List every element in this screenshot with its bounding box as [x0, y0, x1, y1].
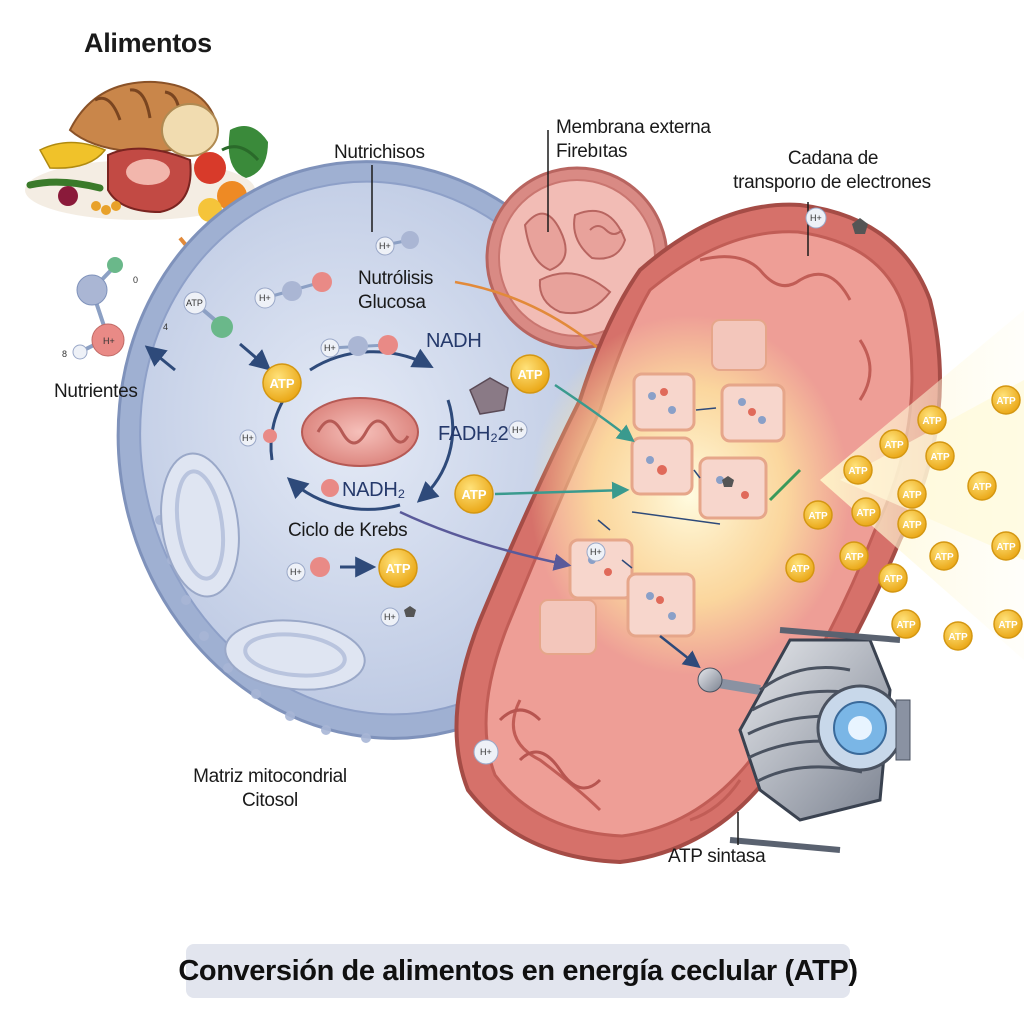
atp-coin-label: ATP — [848, 466, 868, 477]
mol-label-hplus: H+ — [384, 612, 396, 622]
atp-coin-label: ATP — [996, 396, 1016, 407]
atp-coin-label: ATP — [948, 632, 968, 643]
label-transporte-electrones: transporıo de electrones — [733, 172, 931, 193]
mol-label-eight: 8 — [62, 349, 67, 359]
mol-label-hplus: H+ — [512, 425, 524, 435]
atp-coin — [891, 609, 921, 639]
central-mitochondrion-icon — [301, 397, 419, 467]
cristae-small-arrows — [597, 407, 721, 569]
atp-coin — [851, 497, 881, 527]
atp-tokens: ATP ATP ATP ATP ATP ATP ATP ATP ATP ATP ATP ATP ATP A… — [262, 354, 1023, 651]
molecule-cluster — [239, 231, 528, 627]
atp-coin — [917, 405, 947, 435]
mol-label-hplus: H+ — [290, 567, 302, 577]
arrow-to-nutrientes — [144, 345, 176, 372]
atp-coin — [454, 474, 494, 514]
green-arrow — [494, 481, 630, 500]
mol-label-four: 4 — [163, 322, 168, 332]
atp-coin-label: ATP — [883, 574, 903, 585]
atp-coin-label: ATP — [790, 564, 810, 575]
atp-coin — [993, 609, 1023, 639]
atp-coin-label: ATP — [385, 561, 410, 576]
title-banner: Conversión de alimentos en energía ceclu… — [178, 944, 858, 998]
navy-arrow — [659, 635, 701, 669]
atp-coin — [839, 541, 869, 571]
atp-coin — [878, 563, 908, 593]
mol-label-hplus: H+ — [379, 241, 391, 251]
label-nadh2: NADH₂ — [342, 479, 405, 501]
mol-label-hplus: H+ — [590, 547, 602, 557]
atp-coin-label: ATP — [972, 482, 992, 493]
label-alimentos: Alimentos — [84, 28, 212, 58]
cristae-boxes — [539, 319, 786, 655]
mol-label-hplus: H+ — [259, 293, 271, 303]
food-illustration — [25, 80, 268, 222]
atp-coin-label: ATP — [856, 508, 876, 519]
label-firebitas: Firebıtas — [556, 141, 628, 162]
atp-coin-label: ATP — [996, 542, 1016, 553]
nutrient-molecule: H+ ATP 0 4 8 — [62, 257, 233, 360]
label-membrana-externa: Membrana externa — [556, 117, 711, 138]
atp-coin-label: ATP — [269, 376, 294, 391]
atp-coin-label: ATP — [844, 552, 864, 563]
atp-coin — [897, 509, 927, 539]
atp-coin — [785, 553, 815, 583]
label-cadana-de: Cadana de — [787, 148, 879, 169]
mol-label-zero: 0 — [133, 275, 138, 285]
green-curl-arrow — [768, 468, 802, 502]
mol-label-hplus: H+ — [324, 343, 336, 353]
label-nutrichisos: Nutrichisos — [334, 142, 425, 163]
atp-coin — [925, 441, 955, 471]
label-nutrientes: Nutrientes — [54, 381, 138, 402]
mito-molecules — [473, 207, 868, 765]
dark-rock-icon — [469, 377, 509, 415]
atp-coin-label: ATP — [808, 511, 828, 522]
label-glucosa: Glucosa — [358, 292, 426, 313]
atp-coin — [967, 471, 997, 501]
atp-coin — [378, 548, 418, 588]
mol-label-hplus: H+ — [810, 213, 822, 223]
label-fadh2: FADH₂2 — [438, 423, 509, 445]
diagram-title: Conversión de alimentos en energía ceclu… — [178, 954, 858, 987]
krebs-cycle-ring — [269, 348, 455, 511]
atp-coin — [879, 429, 909, 459]
arrow-to-krebs — [239, 342, 272, 371]
atp-coin-label: ATP — [896, 620, 916, 631]
atp-coin — [262, 363, 302, 403]
mol-label-hplus: H+ — [242, 433, 254, 443]
atp-coin-label: ATP — [930, 452, 950, 463]
purple-arrow — [399, 510, 572, 571]
atp-coin — [991, 531, 1021, 561]
atp-coin-label: ATP — [922, 416, 942, 427]
atp-coin-label: ATP — [998, 620, 1018, 631]
atp-coin — [897, 479, 927, 509]
label-nadh: NADH — [426, 330, 482, 352]
label-atp-sintasa: ATP sintasa — [668, 846, 766, 867]
atp-coin-label: ATP — [934, 552, 954, 563]
atp-coin — [510, 354, 550, 394]
atp-coin-label: ATP — [517, 367, 542, 382]
atp-coin — [943, 621, 973, 651]
mol-label-hplus: H+ — [480, 747, 492, 757]
label-matriz-mitocondrial: Matriz mitocondrial — [193, 766, 347, 787]
atp-coin — [991, 385, 1021, 415]
label-ciclo-krebs: Ciclo de Krebs — [288, 520, 408, 541]
atp-coin — [929, 541, 959, 571]
molecule-hplus-labels: H+ H+ H+ H+ H+ H+ H+ — [242, 241, 524, 622]
mito-hplus-labels: H+ H+ H+ — [480, 213, 822, 757]
mol-label-hplus: H+ — [103, 336, 115, 346]
atp-coin-label: ATP — [461, 487, 486, 502]
atp-coin — [843, 455, 873, 485]
label-nutrolisis: Nutrólisis — [358, 268, 434, 289]
mol-label-atp-small: ATP — [186, 298, 203, 308]
teal-arrow — [554, 383, 635, 443]
atp-coin-label: ATP — [902, 520, 922, 531]
label-citosol: Citosol — [242, 790, 298, 811]
atp-synthase-icon — [697, 627, 911, 853]
atp-coin-label: ATP — [884, 440, 904, 451]
atp-coin-label: ATP — [902, 490, 922, 501]
atp-coin — [803, 500, 833, 530]
